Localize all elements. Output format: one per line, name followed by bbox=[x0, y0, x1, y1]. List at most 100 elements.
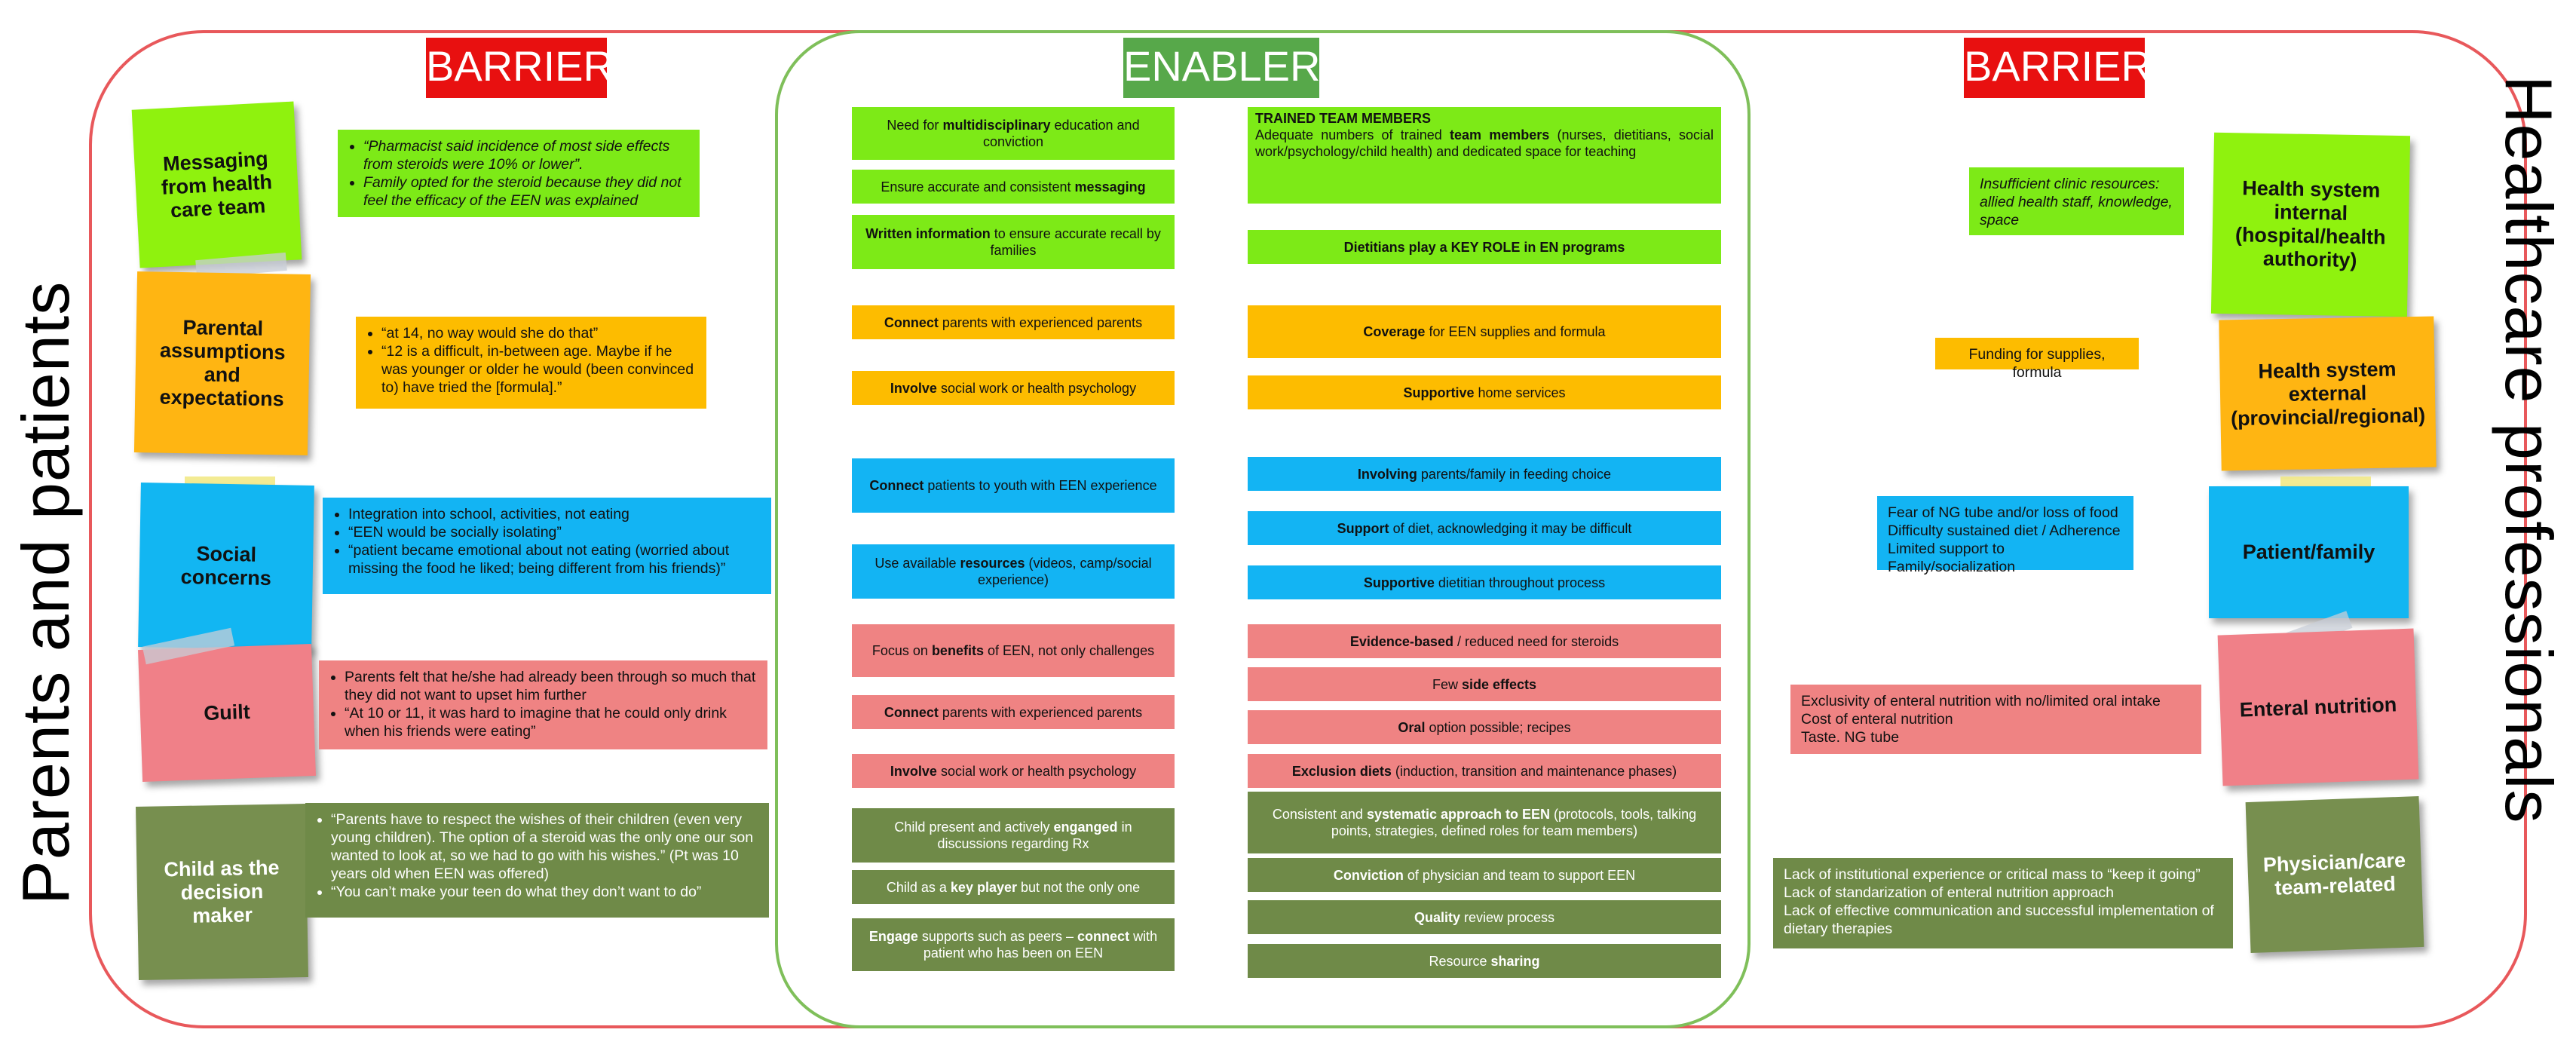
enabler-text-bold: resources bbox=[960, 556, 1025, 571]
quote-box-external: Funding for supplies, formula bbox=[1935, 338, 2139, 381]
sticky-label: Patient/family bbox=[2242, 541, 2375, 563]
quote-box-parental: “at 14, no way would she do that” “12 is… bbox=[356, 317, 706, 409]
quote-box-internal: Insufficient clinic resources: allied he… bbox=[1969, 167, 2184, 235]
enabler-text-part: Need for bbox=[887, 118, 943, 133]
quote-line: “Parents have to respect the wishes of t… bbox=[331, 810, 758, 883]
enabler-text-part: supports such as peers – bbox=[917, 929, 1078, 944]
quote-box-guilt: Parents felt that he/she had already bee… bbox=[319, 660, 767, 749]
enabler-text-bold: connect bbox=[1077, 929, 1130, 944]
enabler-box: Quality review process bbox=[1248, 900, 1721, 934]
enabler-text-bold: Dietitians play a KEY ROLE in EN program… bbox=[1343, 239, 1625, 255]
enablers-green-frame bbox=[775, 30, 1751, 1028]
enabler-box: Coverage for EEN supplies and formula bbox=[1248, 305, 1721, 358]
enabler-text: Consistent and systematic approach to EE… bbox=[1255, 806, 1714, 839]
quote-line: Lack of effective communication and succ… bbox=[1784, 902, 2214, 937]
enabler-text: Evidence-based / reduced need for steroi… bbox=[1350, 633, 1619, 650]
enabler-box: Ensure accurate and consistent messaging bbox=[852, 170, 1175, 204]
sticky-label: Child as the decision maker bbox=[164, 856, 280, 927]
enabler-box: Connect parents with experienced parents bbox=[852, 695, 1175, 729]
sticky-guilt: Guilt bbox=[138, 644, 316, 782]
enabler-text-part: Child present and actively bbox=[894, 820, 1054, 835]
side-label-parents: Parents and patients bbox=[8, 280, 83, 905]
enabler-text-part: education and conviction bbox=[982, 118, 1140, 149]
enabler-text-part: parents with experienced parents bbox=[938, 704, 1143, 720]
quote-line: “At 10 or 11, it was hard to imagine tha… bbox=[345, 704, 757, 740]
enabler-text-part: parents with experienced parents bbox=[938, 314, 1143, 330]
enabler-text: Resource sharing bbox=[1429, 953, 1539, 970]
enabler-text-part: social work or health psychology bbox=[936, 763, 1137, 779]
enabler-text-bold: Involve bbox=[890, 380, 937, 396]
enabler-box: Connect parents with experienced parents bbox=[852, 305, 1175, 339]
sticky-social: Social concerns bbox=[138, 483, 314, 650]
enabler-text-part: of physician and team to support EEN bbox=[1403, 867, 1636, 883]
enabler-text-bold: Quality bbox=[1414, 909, 1460, 925]
quote-line: Limited support to Family/socialization bbox=[1888, 541, 2016, 575]
enabler-text-bold: Connect bbox=[869, 478, 924, 493]
enabler-box: Few side effects bbox=[1248, 667, 1721, 701]
quote-line: Parents felt that he/she had already bee… bbox=[345, 668, 757, 704]
quote-line: “at 14, no way would she do that” bbox=[381, 324, 696, 342]
enabler-text-bold: Connect bbox=[884, 704, 939, 720]
sticky-messaging: Messaging from health care team bbox=[131, 101, 302, 268]
sticky-child: Child as the decision maker bbox=[136, 804, 308, 980]
enabler-text: Exclusion diets (induction, transition a… bbox=[1292, 763, 1677, 780]
enabler-text-part: (nurses, dietitians, social work/psychol… bbox=[1255, 127, 1714, 159]
sticky-label: Social concerns bbox=[180, 542, 272, 590]
enabler-text: Supportive dietitian throughout process bbox=[1364, 575, 1605, 591]
enabler-text-part: but not the only one bbox=[1017, 879, 1141, 895]
enabler-text-part: home services bbox=[1474, 385, 1566, 400]
side-label-healthcare: Healthcare professionals bbox=[2492, 75, 2566, 824]
enabler-text: Use available resources (videos, camp/so… bbox=[859, 555, 1167, 588]
enabler-text-bold: Evidence-based bbox=[1349, 633, 1453, 649]
enabler-text: Ensure accurate and consistent messaging bbox=[881, 179, 1145, 195]
quote-line: Integration into school, activities, not… bbox=[348, 505, 761, 523]
quote-line: Exclusivity of enteral nutrition with no… bbox=[1801, 693, 2161, 709]
enabler-box: Involve social work or health psychology bbox=[852, 754, 1175, 788]
quote-box-social: Integration into school, activities, not… bbox=[323, 498, 771, 594]
enabler-text: Supportive home services bbox=[1403, 385, 1565, 401]
enabler-text-part: (protocols, tools, talking points, strat… bbox=[1331, 807, 1697, 838]
quote-line: “You can’t make your teen do what they d… bbox=[331, 883, 758, 901]
enabler-text-part: (videos, camp/social experience) bbox=[977, 556, 1152, 587]
enabler-text-bold: enganged bbox=[1053, 820, 1118, 835]
enabler-text-bold: Involve bbox=[890, 763, 937, 779]
enabler-text-bold: Conviction bbox=[1333, 867, 1404, 883]
enabler-text-bold: Oral bbox=[1398, 719, 1426, 735]
quote-line: Insufficient clinic resources: allied he… bbox=[1980, 176, 2173, 228]
enablers-title: ENABLERS bbox=[1123, 38, 1349, 98]
sticky-label: Enteral nutrition bbox=[2239, 692, 2397, 722]
enabler-heading: TRAINED TEAM MEMBERS bbox=[1255, 111, 1431, 126]
enabler-text: Child as a key player but not the only o… bbox=[887, 879, 1140, 896]
sticky-parental: Parental assumptions and expectations bbox=[133, 271, 311, 455]
enabler-text: Support of diet, acknowledging it may be… bbox=[1337, 520, 1632, 537]
enabler-box: Dietitians play a KEY ROLE in EN program… bbox=[1248, 230, 1721, 264]
sticky-label: Health system external (provincial/regio… bbox=[2230, 357, 2426, 430]
quote-line: Family opted for the steroid because the… bbox=[363, 173, 689, 210]
enabler-text-part: for EEN supplies and formula bbox=[1425, 324, 1606, 339]
enabler-text-bold: Exclusion diets bbox=[1291, 763, 1392, 779]
enabler-text-part: Consistent and bbox=[1272, 807, 1367, 822]
enabler-text-part: (induction, transition and maintenance p… bbox=[1391, 763, 1677, 779]
enabler-box: Consistent and systematic approach to EE… bbox=[1248, 792, 1721, 853]
enabler-text-part: Child as a bbox=[886, 879, 951, 895]
quote-line: Lack of institutional experience or crit… bbox=[1784, 866, 2201, 883]
quote-box-physician: Lack of institutional experience or crit… bbox=[1773, 858, 2233, 948]
sticky-label: Guilt bbox=[203, 700, 251, 725]
enabler-text: Written information to ensure accurate r… bbox=[859, 225, 1167, 259]
enabler-text-bold: side effects bbox=[1461, 676, 1537, 692]
right-barriers-title: BARRIERS bbox=[1964, 38, 2179, 98]
enabler-box: Conviction of physician and team to supp… bbox=[1248, 858, 1721, 892]
enabler-text-part: Ensure accurate and consistent bbox=[881, 179, 1075, 195]
quote-line: “EEN would be socially isolating” bbox=[348, 523, 761, 541]
enabler-box: Support of diet, acknowledging it may be… bbox=[1248, 511, 1721, 545]
enabler-text: Dietitians play a KEY ROLE in EN program… bbox=[1344, 239, 1625, 256]
enabler-text-bold: Support bbox=[1337, 520, 1389, 536]
enabler-text: Quality review process bbox=[1414, 909, 1554, 926]
sticky-label: Messaging from health care team bbox=[161, 146, 273, 222]
enabler-text: Focus on benefits of EEN, not only chall… bbox=[872, 642, 1154, 659]
quote-box-messaging: “Pharmacist said incidence of most side … bbox=[338, 130, 700, 217]
enabler-box: Involving parents/family in feeding choi… bbox=[1248, 457, 1721, 491]
enabler-box: Focus on benefits of EEN, not only chall… bbox=[852, 624, 1175, 677]
